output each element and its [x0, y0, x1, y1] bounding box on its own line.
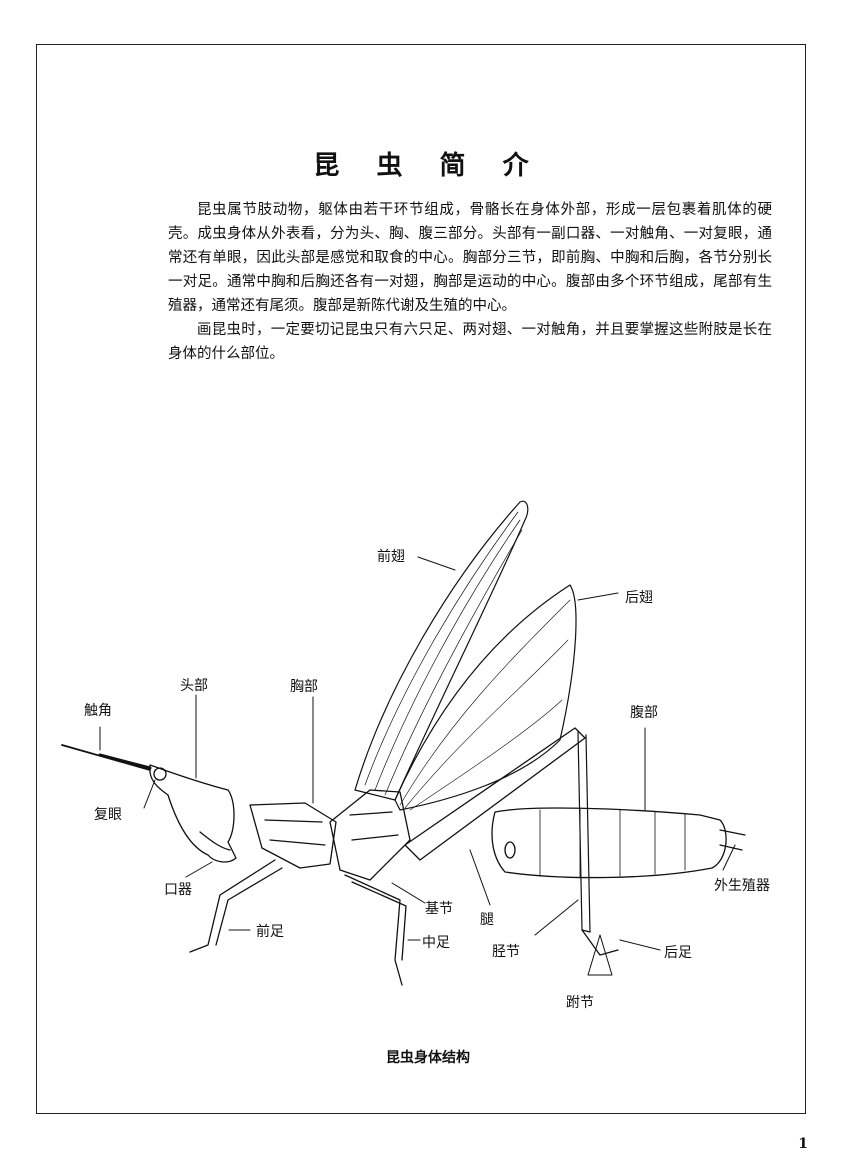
paragraph-2: 画昆虫时，一定要切记昆虫只有六只足、两对翅、一对触角，并且要掌握这些附肢是长在身…: [168, 322, 772, 362]
hindleg-tibia-drawing: [577, 731, 591, 933]
label-coxa: 基节: [425, 901, 453, 917]
ovipositor-drawing: [719, 829, 746, 851]
label-abdomen: 腹部: [630, 705, 658, 721]
page-number: 1: [798, 1136, 808, 1152]
page-title: 昆 虫 简 介: [313, 151, 543, 181]
label-mouthparts: 口器: [164, 882, 192, 898]
figure-caption: 昆虫身体结构: [386, 1050, 470, 1066]
head-drawing: [149, 764, 237, 863]
midleg-drawing: [344, 874, 407, 986]
label-thorax: 胸部: [290, 679, 318, 695]
label-tibia: 胫节: [492, 944, 520, 960]
thorax-drawing: [249, 802, 337, 869]
label-forewing: 前翅: [377, 549, 405, 565]
label-hindwing: 后翅: [625, 590, 653, 606]
compound-eye-drawing: [153, 767, 167, 781]
forewing-drawing: [354, 500, 529, 801]
hindwing-drawing: [394, 584, 577, 811]
label-tarsus: 跗节: [566, 995, 594, 1011]
foreleg-drawing: [189, 859, 283, 953]
label-compound-eye: 复眼: [94, 807, 122, 823]
label-head: 头部: [180, 678, 208, 694]
label-femur: 腿: [480, 912, 494, 928]
leader-lines: [99, 556, 736, 976]
paragraph-1: 昆虫属节肢动物，躯体由若干环节组成，骨骼长在身体外部，形成一层包裹着肌体的硬壳。…: [168, 202, 772, 314]
label-foreleg: 前足: [256, 924, 284, 940]
label-ovipositor: 外生殖器: [714, 878, 770, 894]
label-hindleg: 后足: [664, 945, 692, 961]
hindleg-femur-drawing: [404, 727, 586, 861]
abdomen-drawing: [491, 807, 727, 879]
label-midleg: 中足: [422, 935, 450, 951]
body-text: 昆虫属节肢动物，躯体由若干环节组成，骨骼长在身体外部，形成一层包裹着肌体的硬壳。…: [168, 198, 772, 366]
page-frame: [36, 44, 806, 1114]
label-antenna: 触角: [84, 703, 112, 719]
